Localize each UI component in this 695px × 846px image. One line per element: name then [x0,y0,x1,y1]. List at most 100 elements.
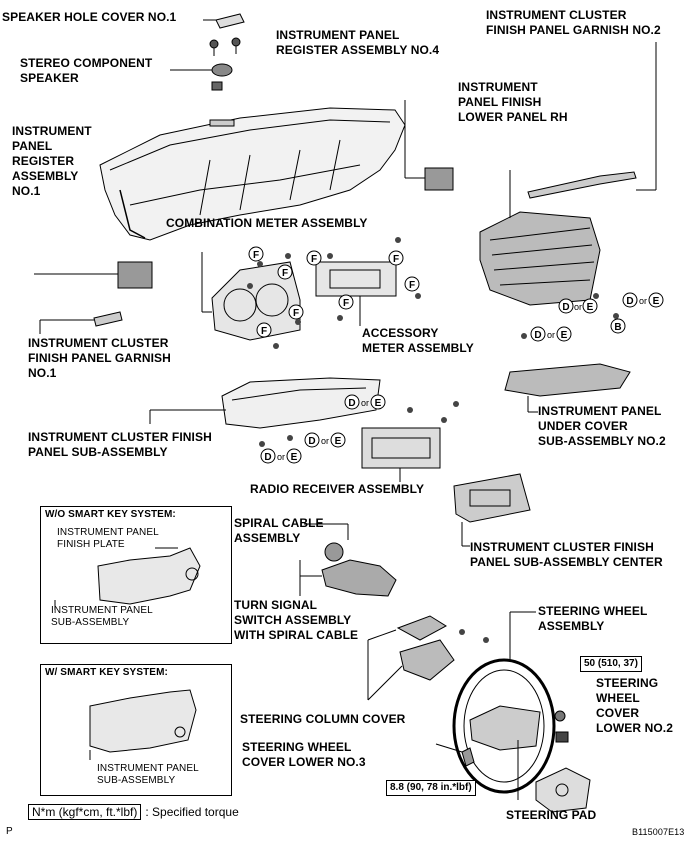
d-or-e-group [260,292,664,464]
label-cluster-garnish-no1: INSTRUMENT CLUSTER FINISH PANEL GARNISH … [28,336,171,381]
column-cover-lower-shape [399,639,455,681]
garnish-no1-shape [93,311,123,327]
label-line: FINISH PANEL GARNISH NO.2 [486,23,661,37]
marker-f: F [343,298,349,309]
legend-text: : Specified torque [145,805,239,819]
label-spiral-cable: SPIRAL CABLE ASSEMBLY [234,516,324,546]
label-line: INSTRUMENT CLUSTER [28,336,169,350]
label-speaker-hole-cover: SPEAKER HOLE COVER NO.1 [2,10,176,25]
marker-d: D [348,398,355,409]
marker-e: E [587,302,594,313]
column-cover-upper-shape [396,615,447,641]
label-register-no4: INSTRUMENT PANEL REGISTER ASSEMBLY NO.4 [276,28,439,58]
marker-f: F [261,326,267,337]
cluster-finish-center-shape [453,473,531,523]
marker-f: F [311,254,317,265]
cluster-finish-sub-shape [221,377,381,429]
marker-or: or [547,330,555,340]
label-line: SPEAKER [20,71,79,85]
label-line: COVER [596,706,640,720]
marker-d: D [626,296,633,307]
marker-f: F [393,254,399,265]
w-smart-key-title: W/ SMART KEY SYSTEM: [45,667,168,678]
label-line: COMBINATION METER ASSEMBLY [166,216,368,230]
label-line: FINISH PANEL GARNISH [28,351,171,365]
label-line: TURN SIGNAL [234,598,318,612]
torque-legend: N*m (kgf*cm, ft.*lbf) : Specified torque [28,804,239,820]
label-steering-wheel-assy: STEERING WHEEL ASSEMBLY [538,604,647,634]
marker-e: E [335,436,342,447]
label-steering-wheel-cover-lower-no3: STEERING WHEEL COVER LOWER NO.3 [242,740,366,770]
label-line: STEERING WHEEL [242,740,352,754]
marker-d: D [534,330,541,341]
label-line: REGISTER ASSEMBLY NO.4 [276,43,440,57]
register-no1-shape [117,261,153,289]
label-line: ASSEMBLY [538,619,605,633]
label-line: PANEL FINISH [458,95,542,109]
label-line: WHEEL [596,691,640,705]
label-line: ASSEMBLY [234,531,301,545]
label-line: SPIRAL CABLE [234,516,324,530]
marker-b: B [614,322,621,333]
label-line: INSTRUMENT [458,80,538,94]
screws-group [247,237,619,643]
marker-d: D [308,436,315,447]
wo-finish-plate-label: INSTRUMENT PANEL FINISH PLATE [57,527,159,551]
label-accessory-meter: ACCESSORY METER ASSEMBLY [362,326,474,356]
label-line: LOWER PANEL RH [458,110,568,124]
marker-or: or [277,452,285,462]
label-turn-signal: TURN SIGNAL SWITCH ASSEMBLY WITH SPIRAL … [234,598,358,643]
label-register-no1: INSTRUMENT PANEL REGISTER ASSEMBLY NO.1 [12,124,92,199]
label-line: INSTRUMENT [12,124,92,138]
label-stereo-speaker: STEREO COMPONENT SPEAKER [20,56,152,86]
label-line: FINISH PLATE [57,539,125,550]
garnish-no2-shape [527,171,637,199]
label-under-cover-no2: INSTRUMENT PANEL UNDER COVER SUB-ASSEMBL… [538,404,666,449]
marker-e: E [291,452,298,463]
label-line: SWITCH ASSEMBLY [234,613,352,627]
radio-receiver-shape [361,427,441,469]
label-finish-lower-rh: INSTRUMENT PANEL FINISH LOWER PANEL RH [458,80,568,125]
label-line: NO.1 [28,366,57,380]
wo-panel-shape [97,547,201,605]
label-line: STEERING [596,676,659,690]
label-line: INSTRUMENT PANEL [57,527,159,538]
label-line: UNDER COVER [538,419,628,433]
legend-unit: N*m (kgf*cm, ft.*lbf) [28,804,142,820]
steering-pad-shape [535,767,591,813]
label-line: SUB-ASSEMBLY NO.2 [538,434,666,448]
under-cover-no2-shape [504,363,631,397]
marker-f: F [293,308,299,319]
label-line: INSTRUMENT PANEL [538,404,662,418]
label-cluster-garnish-no2: INSTRUMENT CLUSTER FINISH PANEL GARNISH … [486,8,661,38]
label-steering-wheel-cover-lower-no2: STEERING WHEEL COVER LOWER NO.2 [596,676,673,736]
label-line: NO.1 [12,184,41,198]
marker-or: or [574,302,582,312]
torque-50: 50 (510, 37) [580,656,642,672]
label-line: STEERING PAD [506,808,597,822]
spiral-cable-shape [324,542,344,562]
label-line: WITH SPIRAL CABLE [234,628,359,642]
label-line: LOWER NO.2 [596,721,674,735]
marker-e: E [653,296,660,307]
label-line: SUB-ASSEMBLY [97,775,176,786]
label-line: STEREO COMPONENT [20,56,153,70]
label-combination-meter: COMBINATION METER ASSEMBLY [166,216,368,231]
label-line: STEERING WHEEL [538,604,648,618]
marker-f: F [282,268,288,279]
marker-e: E [561,330,568,341]
label-line: ACCESSORY [362,326,439,340]
label-line: STEERING COLUMN COVER [240,712,406,726]
label-line: ASSEMBLY [12,169,79,183]
marker-or: or [361,398,369,408]
label-cluster-finish-center: INSTRUMENT CLUSTER FINISH PANEL SUB-ASSE… [470,540,663,570]
marker-or: or [639,296,647,306]
label-line: RADIO RECEIVER ASSEMBLY [250,482,425,496]
turn-signal-shape [321,559,397,597]
speaker-hole-cover-shape [215,13,245,29]
accessory-meter-shape [315,261,397,297]
footer-left: P [6,826,13,837]
label-line: SPEAKER HOLE COVER NO.1 [2,10,177,24]
instrument-panel-shape [99,107,406,241]
